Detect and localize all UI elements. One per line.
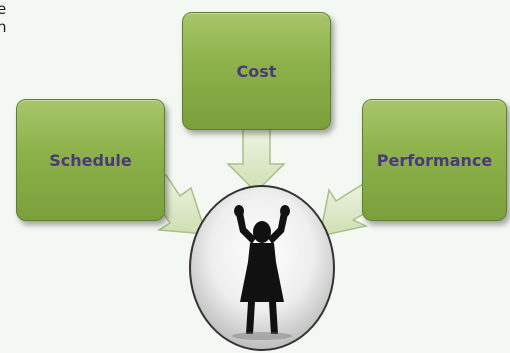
clipped-text-line-1: e <box>0 0 7 18</box>
cost-label: Cost <box>236 61 277 81</box>
floor-shadow <box>232 332 292 340</box>
person-silhouette-icon <box>234 205 290 334</box>
arrow-cost-to-hub <box>226 127 286 194</box>
clipped-slide-text: e n <box>0 0 20 60</box>
clipped-text-line-2: n <box>0 18 7 36</box>
schedule-box: Schedule <box>16 99 165 221</box>
performance-box: Performance <box>362 99 507 221</box>
schedule-label: Schedule <box>49 150 132 170</box>
performance-label: Performance <box>376 150 493 170</box>
cost-box: Cost <box>182 12 331 130</box>
